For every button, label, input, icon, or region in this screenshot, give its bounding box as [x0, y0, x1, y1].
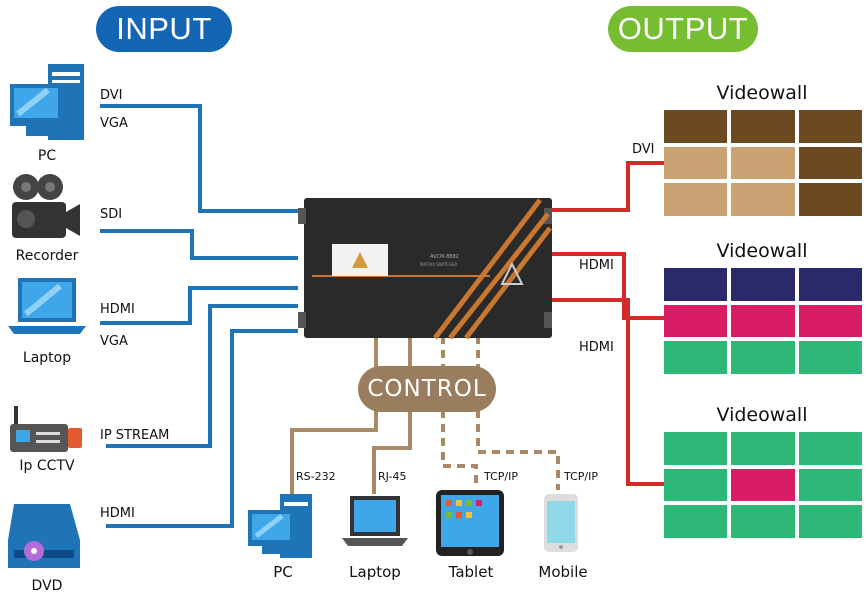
recorder-icon: [12, 174, 80, 238]
videowall-tile: [731, 268, 795, 301]
line-ctrl-tablet: [441, 410, 478, 488]
videowall-tile: [798, 268, 862, 301]
videowall-tile: [731, 505, 795, 538]
videowall-tile: [731, 304, 795, 338]
signal-label: HDMI: [100, 506, 135, 521]
line-wall-2: [552, 252, 664, 320]
videowall-tile: [664, 432, 728, 465]
line-dvd: [106, 329, 298, 528]
videowall-tile: [731, 341, 795, 374]
output-header: OUTPUT: [608, 6, 758, 52]
svg-text:AVCM-8882: AVCM-8882: [430, 254, 459, 260]
line-laptop: [100, 286, 298, 325]
videowall-tile: [731, 110, 795, 143]
line-wall-1: [552, 161, 664, 212]
videowall-tile: [664, 304, 728, 338]
videowall-tile: [798, 183, 862, 216]
videowall-tile: [731, 432, 795, 465]
videowall-title: Videowall: [716, 404, 808, 426]
videowall-tile: [731, 468, 795, 502]
laptop-icon: [8, 278, 86, 334]
protocol-label: TCP/IP: [564, 470, 598, 483]
line-ctrl-pc: [290, 410, 378, 498]
output-signal-label: HDMI: [579, 258, 614, 273]
ip-cctv-icon: [10, 406, 82, 452]
control-pc-icon: [248, 494, 312, 558]
protocol-label: RJ-45: [378, 470, 407, 483]
videowall-tile: [731, 146, 795, 180]
mobile-icon: [544, 494, 578, 552]
input-lines: [100, 104, 298, 528]
control-device-label: Laptop: [349, 563, 401, 581]
videowall-1: [664, 110, 862, 216]
videowall-tile: [664, 341, 728, 374]
videowall-tile: [664, 505, 728, 538]
input-label-ipcctv: Ip CCTV: [19, 458, 75, 474]
line-wall-3: [552, 298, 664, 486]
input-header: INPUT: [96, 6, 232, 52]
input-label-dvd: DVD: [31, 578, 63, 594]
line-recorder: [100, 229, 298, 260]
protocol-label: TCP/IP: [484, 470, 518, 483]
output-signal-label: HDMI: [579, 340, 614, 355]
line-pc: [100, 104, 298, 213]
signal-label: DVI: [100, 88, 123, 103]
dvd-icon: [8, 504, 80, 568]
videowall-tile: [798, 468, 862, 502]
videowall-title: Videowall: [716, 82, 808, 104]
videowall-tile: [798, 304, 862, 338]
signal-label: VGA: [100, 116, 128, 131]
videowall-tile: [664, 468, 728, 502]
line-ipcctv: [106, 304, 298, 448]
videowall-tile: [664, 183, 728, 216]
input-label-pc: PC: [37, 148, 57, 164]
videowall-tile: [664, 146, 728, 180]
protocol-label: RS-232: [296, 470, 336, 483]
control-badge: CONTROL: [358, 366, 496, 412]
tablet-icon: [436, 490, 504, 556]
videowall-tile: [731, 183, 795, 216]
line-ctrl-mobile: [476, 410, 560, 490]
control-device-label: Mobile: [538, 563, 588, 581]
videowall-tile: [798, 505, 862, 538]
input-label-laptop: Laptop: [22, 350, 72, 366]
signal-label: HDMI: [100, 302, 135, 317]
videowall-tile: [798, 146, 862, 180]
videowall-tile: [798, 110, 862, 143]
control-lines: [290, 336, 560, 498]
matrix-switcher: AVCM-8882 MATRIX SWITCHER: [298, 198, 552, 340]
videowall-tile: [664, 110, 728, 143]
videowall-tile: [798, 432, 862, 465]
videowall-2: [664, 268, 862, 374]
svg-text:MATRIX SWITCHER: MATRIX SWITCHER: [420, 262, 458, 267]
output-signal-label: DVI: [632, 142, 655, 157]
control-device-label: PC: [273, 563, 293, 581]
videowall-title: Videowall: [716, 240, 808, 262]
output-lines: [552, 161, 664, 486]
videowall-3: [664, 432, 862, 538]
pc-icon: [10, 64, 84, 140]
input-label-recorder: Recorder: [15, 248, 79, 264]
control-laptop-icon: [342, 496, 408, 546]
signal-label: SDI: [100, 207, 123, 222]
line-ctrl-laptop: [372, 410, 412, 494]
videowall-tile: [798, 341, 862, 374]
signal-label: IP STREAM: [100, 428, 170, 443]
control-device-label: Tablet: [448, 563, 494, 581]
signal-label: VGA: [100, 334, 128, 349]
videowall-tile: [664, 268, 728, 301]
